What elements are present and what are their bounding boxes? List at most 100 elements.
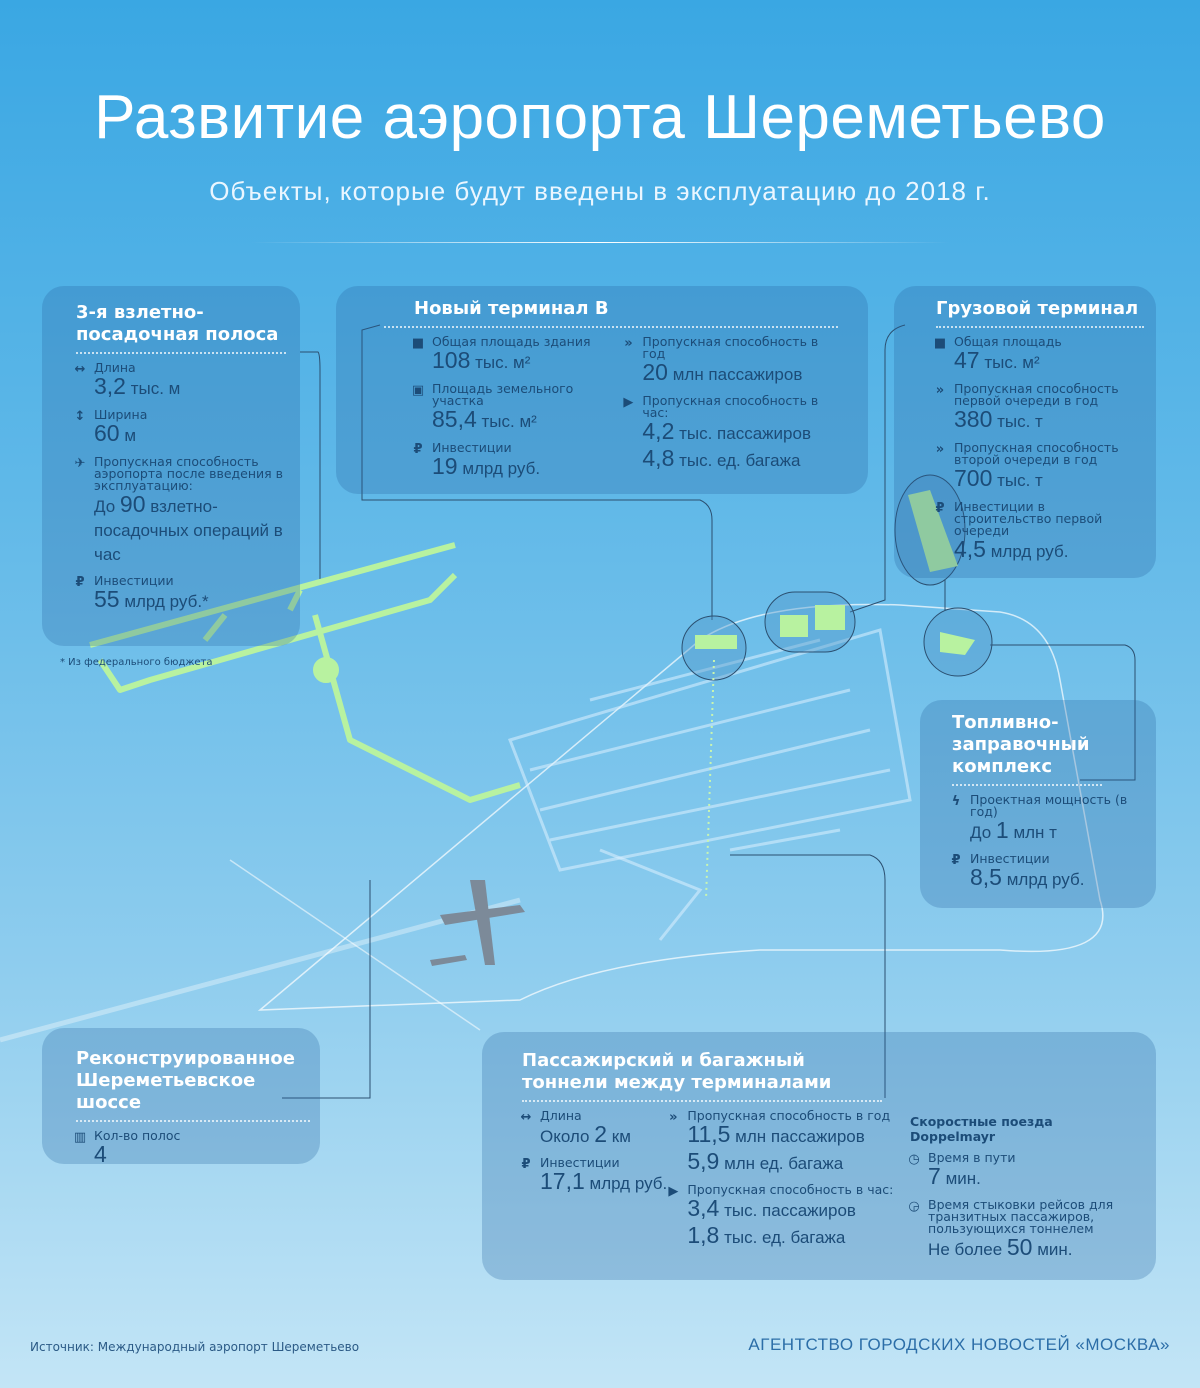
value-number: 60	[94, 420, 120, 446]
stat-item: ◶ Время стыковки рейсов для транзитных па…	[908, 1197, 1136, 1262]
stat-value: 20 млн пассажиров	[642, 360, 838, 387]
value-unit: млрд руб.	[1006, 870, 1085, 889]
play-icon: ▶	[668, 1184, 679, 1199]
stat-value-2: 1,8 тыс. ед. багажа	[687, 1223, 910, 1250]
stat-value: Около 2 км	[540, 1122, 669, 1149]
tunnel-panel: Пассажирский и багажный тоннели между те…	[482, 1032, 1156, 1280]
stat-label: Длина	[94, 360, 136, 375]
value-unit: км	[611, 1127, 631, 1146]
stat-value: 7 мин.	[928, 1164, 1136, 1191]
value-unit: тыс. пассажиров	[724, 1201, 856, 1220]
value-number: 4,8	[642, 445, 675, 471]
highway-panel: Реконструированное Шереметьевское шоссе …	[42, 1028, 320, 1166]
value-unit: мин.	[1037, 1240, 1073, 1259]
value-unit: млрд руб.	[462, 459, 541, 478]
value-number: 4	[94, 1141, 107, 1167]
ruble-icon: ₽	[413, 442, 423, 457]
trains-title: Скоростные поезда Doppelmayr	[910, 1114, 1053, 1144]
value-number: 4,5	[954, 536, 986, 562]
stat-item: ▶ Пропускная способность в час:3,4 тыс. п…	[668, 1182, 910, 1250]
stat-value: 4,5 млрд руб.	[954, 537, 1144, 564]
value-unit: мин.	[945, 1169, 981, 1188]
stat-value: Не более 50 мин.	[928, 1235, 1136, 1262]
tunnel-title: Пассажирский и багажный тоннели между те…	[522, 1050, 882, 1102]
square-icon: ■	[933, 336, 947, 351]
stat-value: 60 м	[94, 421, 286, 448]
stat-label: Проектная мощность (в год)	[970, 792, 1128, 819]
plane-icon: ✈	[74, 456, 86, 471]
stat-value: 55 млрд руб.*	[94, 587, 286, 614]
value-number: 8,5	[970, 864, 1002, 890]
value-number: 7	[928, 1163, 941, 1189]
value-number: 3,2	[94, 373, 126, 399]
value-unit: млн пассажиров	[735, 1127, 865, 1146]
value-number: 700	[954, 465, 993, 491]
value-unit: тыс. м²	[475, 353, 531, 372]
new-runway	[89, 542, 521, 803]
stat-value: 8,5 млрд руб.	[970, 865, 1146, 892]
stat-value: 47 тыс. м²	[954, 348, 1144, 375]
value-unit: млн т	[1013, 823, 1057, 842]
value-number: 85,4	[432, 406, 477, 432]
value-number: 47	[954, 347, 980, 373]
value-prefix: Около	[540, 1127, 590, 1146]
stat-value: 11,5 млн пассажиров	[687, 1122, 910, 1149]
source-note: Источник: Международный аэропорт Шеремет…	[30, 1340, 360, 1354]
stat-item: ₽ Инвестиции в строительство первой очере…	[935, 499, 1144, 564]
value-number: 55	[94, 586, 120, 612]
stat-label: Инвестиции в строительство первой очеред…	[954, 499, 1103, 538]
stat-label: Инвестиции	[94, 573, 174, 588]
stat-label: Время стыковки рейсов для транзитных пас…	[928, 1197, 1114, 1236]
value-number: 380	[954, 406, 993, 432]
ruble-icon: ₽	[951, 853, 961, 868]
terminal-b-title: Новый терминал B	[414, 298, 609, 319]
value-number: 3,4	[687, 1195, 720, 1221]
stat-label: Пропускная способность в год	[687, 1108, 891, 1123]
value-prefix: До	[94, 497, 116, 516]
lightning-icon: ϟ	[951, 794, 961, 809]
page-subtitle: Объекты, которые будут введены в эксплуа…	[209, 176, 991, 206]
value-unit: млн ед. багажа	[724, 1154, 844, 1173]
stat-item: ✈Пропускная способность аэропорта после …	[75, 455, 286, 567]
value-number: 4,2	[642, 418, 675, 444]
stat-label: Кол-во полос	[94, 1128, 181, 1143]
title-divider	[250, 242, 950, 243]
value-unit: тыс. м²	[481, 412, 537, 431]
new-buildings	[695, 490, 975, 655]
ruble-icon: ₽	[521, 1157, 531, 1172]
framed-square-icon: ▣	[411, 383, 425, 398]
runway-title: 3-я взлетно-посадочная полоса	[76, 302, 286, 354]
value-number: 5,9	[687, 1148, 720, 1174]
stat-label: Длина	[540, 1108, 582, 1123]
terminals-outline	[508, 628, 912, 941]
stat-value: 19 млрд руб.	[432, 454, 604, 481]
value-number: 1	[995, 817, 1009, 843]
stat-value: 85,4 тыс. м²	[432, 407, 604, 434]
value-number: 90	[119, 491, 146, 517]
triple-chevron-icon: »	[669, 1110, 678, 1125]
play-icon: ▶	[623, 395, 634, 410]
value-unit: млрд руб.*	[124, 592, 209, 611]
clock-arrow-icon: ◶	[908, 1199, 920, 1214]
stat-item: ▶Пропускная способность в час:4,2 тыс. п…	[623, 394, 838, 473]
value-unit: тыс. ед. багажа	[679, 451, 801, 470]
connector-lines	[0, 324, 1136, 1099]
stat-value-2: 4,8 тыс. ед. багажа	[642, 446, 838, 473]
ruble-icon: ₽	[935, 501, 945, 516]
triple-chevron-icon: »	[935, 383, 945, 398]
stat-label: Пропускная способность в час:	[687, 1182, 894, 1197]
value-unit: млн пассажиров	[672, 365, 803, 384]
lanes-icon: ▥	[73, 1130, 87, 1145]
